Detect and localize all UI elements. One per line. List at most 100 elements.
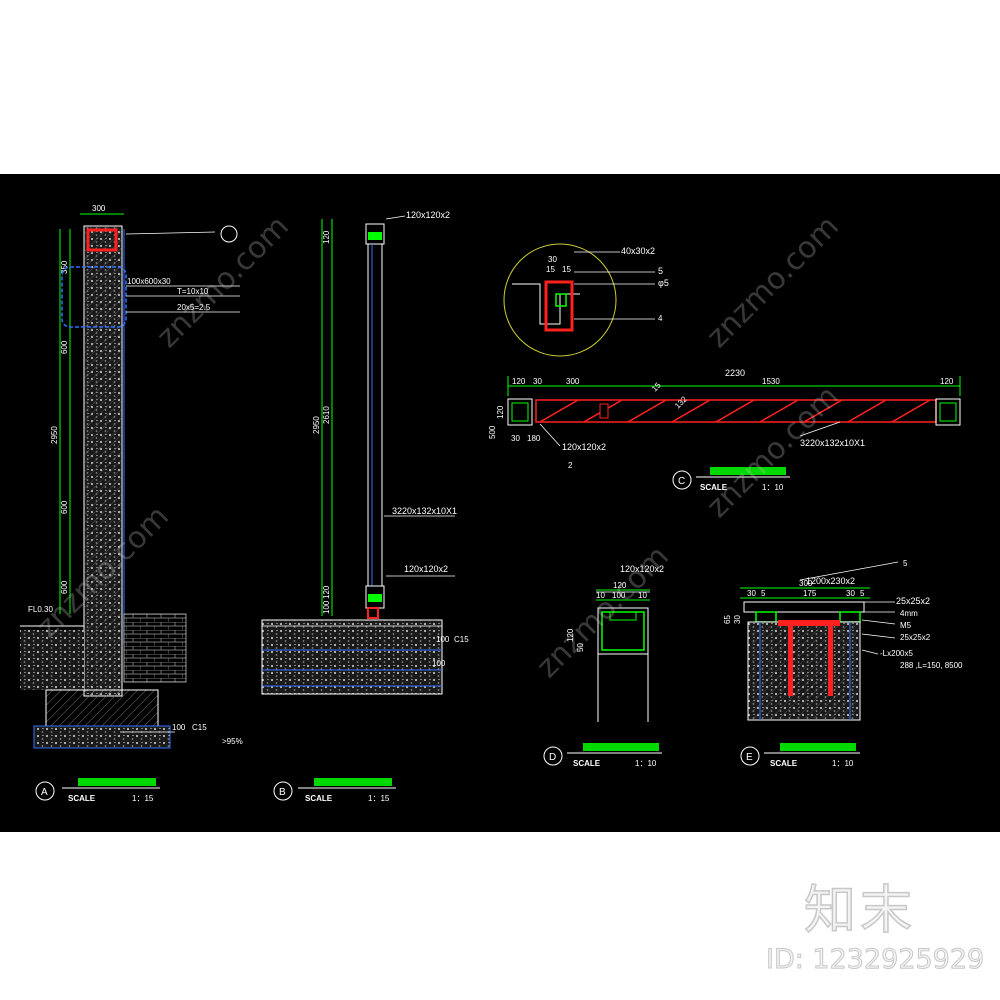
view-c-detail-note-1: 40x30x2 bbox=[621, 246, 655, 256]
view-e-scale-label: SCALE bbox=[770, 759, 798, 768]
cad-drawing: 300 2950 350 600 600 600 100x600x30 T=10… bbox=[20, 204, 963, 803]
view-b-dim-inner: 2610 bbox=[322, 406, 331, 424]
view-e-scale: 1：10 bbox=[832, 759, 854, 768]
view-c-note-right: 3220x132x10X1 bbox=[800, 438, 865, 448]
view-e-dim-left-2: 30 bbox=[733, 615, 742, 624]
view-d-dim-top-1: 120 bbox=[613, 581, 627, 590]
view-b-mid-note: 3220x132x10X1 bbox=[392, 506, 457, 516]
view-b-dim-total: 2950 bbox=[312, 416, 321, 434]
view-c-diag-dim-1: 15 bbox=[650, 380, 663, 393]
view-d-tube bbox=[597, 607, 649, 655]
view-c-dim-top-1: 120 bbox=[512, 377, 526, 386]
view-c-note-left-2: 2 bbox=[568, 461, 573, 470]
view-a-note-1: 100x600x30 bbox=[127, 277, 171, 286]
view-c-detail-dim-1: 30 bbox=[548, 255, 557, 264]
view-e-dim-top-4: 175 bbox=[803, 589, 817, 598]
view-d-title-circle bbox=[543, 746, 563, 766]
view-a-base-note-1: 100 bbox=[172, 723, 186, 732]
view-e-dim-top-1: 300 bbox=[799, 579, 813, 588]
view-e-note-1: 5 bbox=[903, 559, 908, 568]
view-b-top-note: 120x120x2 bbox=[406, 210, 450, 220]
view-e-title-circle bbox=[740, 746, 760, 766]
detail-view-d: 120x120x2 120 10 100 10 120 50 D SCALE 1… bbox=[543, 564, 664, 768]
view-c-dim-left-1: 120 bbox=[496, 405, 505, 419]
cad-drawing-canvas: 300 2950 350 600 600 600 100x600x30 T=10… bbox=[0, 174, 1000, 832]
view-b-base-note-1: 100 bbox=[436, 635, 450, 644]
view-e-anchor-2 bbox=[828, 626, 833, 696]
view-e-dim-top-3: 5 bbox=[761, 589, 766, 598]
view-d-dim-left-2: 50 bbox=[576, 643, 585, 652]
view-b-ground bbox=[261, 619, 443, 695]
view-e-cap bbox=[743, 601, 865, 613]
view-c-dim-top-2: 30 bbox=[533, 377, 542, 386]
view-e-dim-left-1: 65 bbox=[723, 615, 732, 624]
view-b-title-circle bbox=[273, 781, 293, 801]
view-a-title-letter: A bbox=[41, 787, 48, 798]
view-b-post bbox=[367, 243, 383, 587]
view-d-dim-top-3: 100 bbox=[612, 591, 626, 600]
view-c-note-left: 120x120x2 bbox=[562, 442, 606, 452]
view-c-dim-top-3: 300 bbox=[566, 377, 580, 386]
view-b-base-note-2: C15 bbox=[454, 635, 469, 644]
view-e-note-5: M5 bbox=[900, 621, 912, 630]
view-a-note-2: T=10x10 bbox=[177, 287, 209, 296]
view-a-base-note-2: C15 bbox=[192, 723, 207, 732]
view-c-detail-dim-3: 15 bbox=[562, 265, 571, 274]
view-c-scale: 1：10 bbox=[762, 483, 784, 492]
view-d-title-letter: D bbox=[549, 752, 556, 763]
view-a-base-note-3: >95% bbox=[222, 737, 243, 746]
view-e-note-7: -Lx200x5 bbox=[880, 649, 913, 658]
view-a-callout-marker bbox=[220, 225, 238, 243]
section-view-b: 2950 2610 120 100 120 120x120x2 3220x132… bbox=[261, 210, 469, 803]
detail-view-e: 300 30 5 175 30 5 65 30 5 1200x230x2 25x… bbox=[723, 559, 963, 768]
view-e-dim-top-2: 30 bbox=[747, 589, 756, 598]
view-e-dim-top-6: 5 bbox=[860, 589, 865, 598]
view-c-detail-note-2: 5 bbox=[658, 266, 663, 276]
view-a-dim-seg-3: 600 bbox=[60, 500, 69, 514]
view-c-gate-leaf bbox=[535, 399, 937, 423]
view-c-right-post bbox=[935, 398, 961, 426]
view-e-title-letter: E bbox=[746, 752, 753, 763]
view-c-detail-note-3: φ5 bbox=[658, 278, 669, 288]
view-a-cap bbox=[86, 228, 118, 252]
view-b-base-note-3: 100 bbox=[432, 659, 446, 668]
view-c-detail-dim-2: 15 bbox=[546, 265, 555, 274]
view-c-dim-bottom-2: 180 bbox=[527, 434, 541, 443]
view-e-note-8: 288 ,L=150, 8500 bbox=[900, 661, 963, 670]
view-a-scale: 1：15 bbox=[132, 794, 154, 803]
view-c-detail-note-4: 4 bbox=[658, 314, 663, 323]
view-d-scale-label: SCALE bbox=[573, 759, 601, 768]
view-d-dim-top-4: 10 bbox=[638, 591, 647, 600]
view-b-dim-top: 120 bbox=[322, 230, 331, 244]
view-d-top-note: 120x120x2 bbox=[620, 564, 664, 574]
view-b-dim-bottom: 120 bbox=[322, 585, 331, 599]
view-a-dim-seg-1: 350 bbox=[60, 260, 69, 274]
view-b-dim-small: 100 bbox=[322, 600, 331, 614]
view-b-bot-note: 120x120x2 bbox=[404, 564, 448, 574]
view-e-note-2: 1200x230x2 bbox=[806, 576, 855, 586]
section-view-a: 300 2950 350 600 600 600 100x600x30 T=10… bbox=[20, 204, 243, 803]
view-a-dim-width: 300 bbox=[92, 204, 106, 213]
view-c-dim-total: 2230 bbox=[725, 368, 745, 378]
view-c-detail-circle bbox=[503, 243, 617, 357]
view-c-title-circle bbox=[672, 470, 692, 490]
view-e-dim-top-5: 30 bbox=[846, 589, 855, 598]
view-c-dim-top-4: 1530 bbox=[762, 377, 780, 386]
watermark-logo: 知末 bbox=[803, 880, 917, 942]
view-a-note-3: 20x5=2.5 bbox=[177, 303, 211, 312]
view-d-dim-left-1: 120 bbox=[566, 628, 575, 642]
image-id-label: ID: 1232925929 bbox=[765, 944, 985, 976]
detail-view-c: 30 15 15 40x30x2 5 φ5 4 2230 120 30 300 … bbox=[488, 243, 961, 492]
view-e-note-3: 25x25x2 bbox=[896, 596, 930, 606]
view-a-scale-label: SCALE bbox=[68, 794, 96, 803]
view-c-title-letter: C bbox=[678, 476, 685, 487]
view-b-scale-label: SCALE bbox=[305, 794, 333, 803]
view-b-title-letter: B bbox=[279, 787, 286, 798]
view-a-dim-seg-4: 600 bbox=[60, 580, 69, 594]
view-c-scale-label: SCALE bbox=[700, 483, 728, 492]
view-d-scale: 1：10 bbox=[635, 759, 657, 768]
view-e-note-6: 25x25x2 bbox=[900, 633, 931, 642]
view-c-dim-top-5: 120 bbox=[940, 377, 954, 386]
view-a-dim-total: 2950 bbox=[50, 426, 59, 444]
view-a-dim-seg-2: 600 bbox=[60, 340, 69, 354]
